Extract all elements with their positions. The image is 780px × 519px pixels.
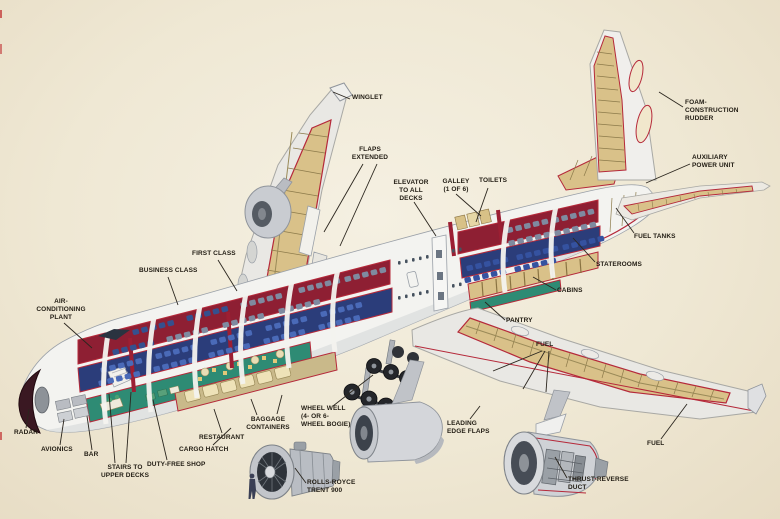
inner-engine [349,359,444,464]
label-staterooms: STATEROOMS [596,261,642,268]
pantry-floor [469,279,562,313]
near-wing [411,307,767,420]
page-edge-artifacts [0,10,2,440]
label-thrust-reverse-duct: THRUST-REVERSE DUCT [568,476,629,491]
human-figure [248,473,256,499]
label-baggage-containers: BAGGAGE CONTAINERS [246,416,290,431]
label-radar: RADAR [14,429,38,436]
baggage-containers-shape [184,365,292,403]
label-cabins: CABINS [557,287,583,294]
label-toilets: TOILETS [479,177,508,184]
label-first-class: FIRST CLASS [192,250,236,257]
detached-engine [248,441,341,500]
label-bar: BAR [84,451,99,458]
label-pantry: PANTRY [506,317,533,324]
leader-lines [25,91,691,484]
fuselage-frames-aft [500,205,559,293]
label-galley: GALLEY (1 OF 6) [442,178,470,193]
label-air-conditioning-plant: AIR- CONDITIONING PLANT [36,298,86,321]
near-wingtip [747,383,767,415]
label-auxiliary-power-unit: AUXILIARY POWER UNIT [692,154,735,169]
winglet-shape [329,82,353,102]
fuselage-frames [101,268,341,425]
cockpit-windows [98,329,130,340]
label-leading-edge-flaps: LEADING EDGE FLAPS [447,420,490,435]
label-flaps-extended: FLAPS EXTENDED [351,146,389,161]
mid-fuselage-band [398,234,462,312]
label-winglet: WINGLET [352,94,383,101]
label-fuel-tanks: FUEL TANKS [634,233,676,240]
forward-cutaway [77,259,393,425]
aft-cutaway [448,199,605,313]
label-duty-free-shop: DUTY-FREE SHOP [147,461,206,468]
turbine-core [541,448,587,486]
far-wing [227,82,353,336]
galley-shape [454,208,492,231]
label-restaurant: RESTAURANT [199,434,245,441]
far-engine [244,177,293,239]
label-foam-construction-rudder: FOAM- CONSTRUCTION RUDDER [685,99,739,122]
label-business-class: BUSINESS CLASS [139,267,198,274]
near-stabilizer [615,181,771,221]
label-stairs-to-upper-decks: STAIRS TO UPPER DECKS [100,464,150,479]
outer-engine [503,389,609,497]
label-elevator-to-all-decks: ELEVATOR TO ALL DECKS [393,179,429,202]
label-wheel-well: WHEEL WELL (4- OR 6- WHEEL BOGIE) [301,405,351,428]
avionics-racks [54,394,90,423]
tail-fin [589,29,657,181]
label-fuel-right: FUEL [647,440,665,447]
label-fuel-center: FUEL [536,341,554,348]
label-rolls-royce-trent-900: ROLLS-ROYCE TRENT 900 [307,479,356,494]
nose-section [18,329,130,434]
label-avionics: AVIONICS [41,446,73,453]
windows-upper [398,247,462,265]
radar-dish [34,386,50,414]
cargo-hatch-door [406,271,419,288]
windows-lower [398,282,462,300]
label-cargo-hatch: CARGO HATCH [179,446,229,453]
